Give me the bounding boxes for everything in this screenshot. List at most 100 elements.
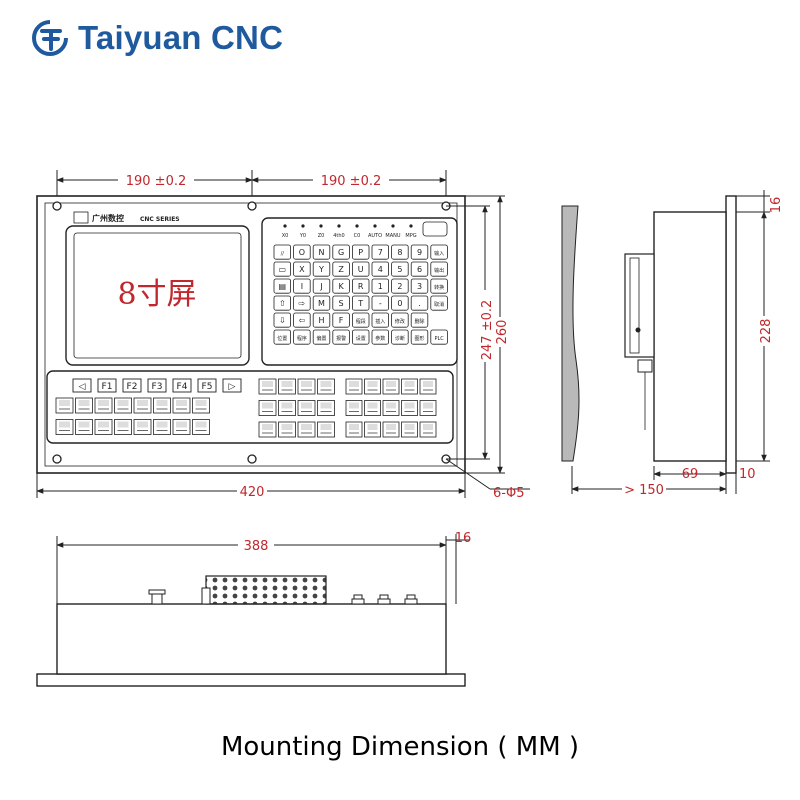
keypad-key: F [332, 312, 350, 328]
keypad-key: M [312, 295, 331, 311]
svg-text:取消: 取消 [434, 301, 444, 308]
svg-text:H: H [318, 316, 324, 325]
svg-text:报警: 报警 [336, 335, 346, 342]
operator-key [133, 419, 152, 435]
keypad-key: 0 [391, 295, 409, 311]
vent-grille [205, 575, 327, 605]
svg-text:2: 2 [397, 282, 402, 291]
svg-text:3: 3 [417, 282, 422, 291]
bottom-body [56, 603, 447, 675]
keypad-key: 7 [371, 244, 390, 260]
keypad-key: 5 [391, 261, 409, 277]
operator-key [55, 397, 74, 414]
svg-text:插入: 插入 [375, 318, 385, 325]
bottom-panel-plate [36, 673, 466, 687]
operator-key [297, 378, 316, 395]
operator-key [55, 419, 74, 435]
operator-key [278, 400, 296, 416]
svg-text:F4: F4 [177, 382, 188, 392]
keypad-key: N [312, 244, 331, 260]
operator-key [401, 421, 418, 438]
operator-key [345, 400, 363, 416]
keypad-key: 设置 [351, 329, 370, 345]
svg-text:P: P [358, 248, 363, 257]
keypad-key: 6 [410, 261, 429, 277]
indicator-lamp [355, 224, 359, 228]
side-connector [624, 253, 655, 358]
reset-key [422, 221, 448, 237]
operator-key [317, 400, 335, 416]
operator-key [401, 400, 418, 416]
operator-key [364, 400, 381, 416]
svg-text:F: F [339, 316, 344, 325]
bottom-view: 388 16 [36, 531, 471, 687]
operator-key [153, 419, 171, 435]
svg-text:G: G [338, 248, 344, 257]
keypad-key: 参数 [371, 329, 390, 345]
keypad-key: 9 [410, 244, 429, 260]
indicator-lamp [373, 224, 377, 228]
svg-text:9: 9 [417, 248, 422, 257]
keypad-key: 输出 [430, 261, 448, 277]
operator-key [94, 397, 113, 414]
operator-key [258, 421, 277, 438]
svg-text:.: . [418, 299, 421, 308]
svg-text://: // [281, 251, 285, 257]
keypad-key: H [312, 312, 331, 328]
operator-key [192, 397, 210, 414]
side-view: 16 228 69 10 > 150 [561, 190, 784, 498]
operator-key [419, 421, 437, 438]
keypad-key: 1 [371, 278, 390, 294]
function-key: ◁ [72, 378, 92, 393]
operator-key [114, 419, 132, 435]
keypad-key: P [351, 244, 370, 260]
keypad-key: 8 [391, 244, 409, 260]
screen-size-label: 8寸屏 [117, 277, 196, 312]
svg-text:⇩: ⇩ [279, 316, 286, 325]
svg-text:K: K [338, 282, 344, 291]
keypad-key: PLC [430, 329, 448, 345]
svg-text:⇧: ⇧ [279, 299, 286, 308]
keypad-key: K [332, 278, 350, 294]
panel-logo-text: 广州数控 [92, 213, 124, 223]
gsk-logo-icon [73, 211, 89, 224]
svg-text:修改: 修改 [395, 318, 405, 325]
keypad-key: O [293, 244, 311, 260]
svg-text:输出: 输出 [434, 267, 444, 274]
svg-text:T: T [357, 299, 363, 308]
svg-text:▭: ▭ [279, 265, 287, 274]
operator-key [278, 421, 296, 438]
keypad-key: 偏置 [312, 329, 331, 345]
keypad-key: X [293, 261, 311, 277]
indicator-lamp [391, 224, 395, 228]
dim-holes: 6-Φ5 [493, 486, 524, 501]
operator-keys [55, 378, 437, 438]
svg-text:输入: 输入 [434, 250, 444, 257]
dim-side-16: 16 [769, 197, 784, 214]
keypad-key: 转换 [430, 278, 448, 294]
svg-text:偏置: 偏置 [316, 335, 326, 342]
keypad-key: ⇩ [273, 312, 292, 328]
keypad-key: 图形 [410, 329, 429, 345]
dim-side-150: > 150 [624, 483, 664, 498]
keypad-key: // [273, 244, 292, 260]
dim-420: 420 [240, 485, 265, 500]
svg-text:删除: 删除 [414, 318, 424, 325]
function-key: F1 [97, 378, 117, 393]
indicator-lamp-label: AUTO [368, 233, 382, 239]
svg-text:0: 0 [397, 299, 402, 308]
function-key: ▷ [222, 378, 242, 393]
keypad-key: S [332, 295, 350, 311]
indicator-lamp-label: Z0 [318, 233, 325, 239]
operator-key [345, 421, 363, 438]
panel-series-text: CNC SERIES [140, 216, 180, 223]
operator-key [317, 421, 335, 438]
operator-key [364, 421, 381, 438]
keypad-key: ▭ [273, 261, 292, 277]
svg-text:位置: 位置 [277, 335, 287, 342]
svg-text:R: R [358, 282, 364, 291]
operator-key [94, 419, 113, 435]
taiyuan-logo-icon [32, 20, 68, 56]
